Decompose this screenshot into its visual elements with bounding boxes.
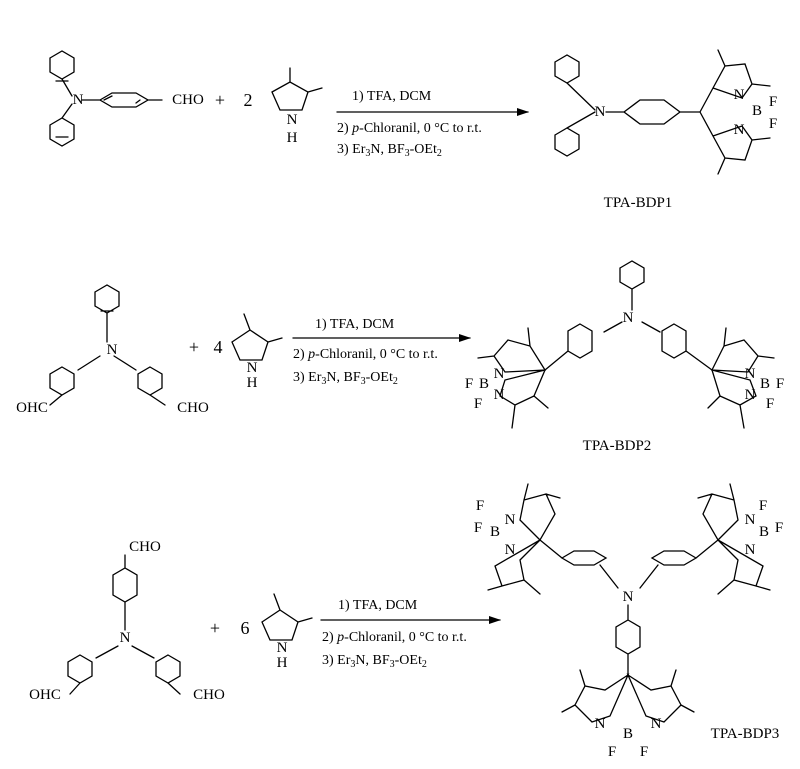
amine-nitrogen: N [107,342,118,358]
reaction-3: CHO N OHC CHO + 6 N H 1) TFA, DCM 2) p-C… [29,483,783,760]
bodipy-left-fluorine-1: F [465,376,473,392]
bodipy-right-nitrogen-1: N [745,512,756,528]
bond-set [49,284,166,406]
bond-set [271,67,323,111]
reaction-arrow-2: 1) TFA, DCM 2) p-Chloranil, 0 °C to r.t.… [292,317,471,387]
equivalents: 6 [241,618,250,638]
product-label: TPA-BDP1 [604,195,673,211]
bodipy-right-fluorine-1: F [776,376,784,392]
bodipy-left-nitrogen-2: N [494,387,505,403]
equivalents: 2 [244,90,253,110]
bond-set [67,554,181,695]
condition-step-2: 2) p-Chloranil, 0 °C to r.t. [322,630,467,645]
aldehyde-group: CHO [172,92,204,108]
bodipy-left-fluorine-1: F [476,498,484,514]
bodipy-bottom-boron: B [623,726,633,742]
aldehyde-group-left: OHC [16,400,48,416]
bodipy-right-nitrogen-1: N [745,366,756,382]
bodipy-bottom-fluorine-1: F [608,744,616,760]
condition-step-1: 1) TFA, DCM [338,598,418,613]
bodipy-bottom-fluorine-2: F [640,744,648,760]
bodipy-right-boron: B [760,376,770,392]
fluorine-1: F [769,94,777,110]
bodipy-bottom-nitrogen-1: N [595,716,606,732]
reaction-1: N CHO + 2 N H 1) TFA, DCM 2) p-Chloranil… [49,49,777,211]
reaction-arrow-3: 1) TFA, DCM 2) p-Chloranil, 0 °C to r.t.… [320,598,501,670]
bodipy-right-fluorine-2: F [775,520,783,536]
aldehyde-group-right: CHO [193,687,225,703]
bond-set [487,483,771,723]
product-label: TPA-BDP3 [711,726,780,742]
bodipy-right-fluorine-2: F [766,396,774,412]
condition-step-1: 1) TFA, DCM [352,89,432,104]
condition-step-1: 1) TFA, DCM [315,317,395,332]
condition-step-3: 3) Er3N, BF3-OEt2 [293,370,398,387]
bodipy-left-nitrogen-1: N [505,512,516,528]
reactant-triphenylamine-dialdehyde: N OHC CHO [16,284,209,416]
condition-step-3: 3) Er3N, BF3-OEt2 [322,653,427,670]
reaction-arrow-1: 1) TFA, DCM 2) p-Chloranil, 0 °C to r.t.… [336,89,529,159]
reactant-triphenylamine-trialdehyde: CHO N OHC CHO [29,539,225,703]
product-tpa-bdp3-structure: N N B F F N N B F F N N N B F F [474,483,783,760]
bond-set [231,313,283,361]
amine-nitrogen: N [623,310,634,326]
bond-set [477,260,775,429]
pyrrole-hydrogen: H [277,655,288,671]
condition-step-2: 2) p-Chloranil, 0 °C to r.t. [337,121,482,136]
plus-sign: + [215,90,225,110]
bond-set [261,593,313,641]
plus-sign: + [210,618,220,638]
aldehyde-group-top: CHO [129,539,161,555]
plus-sign: + [189,337,199,357]
aldehyde-group-right: CHO [177,400,209,416]
product-tpa-bdp1-structure: N N N B F F [554,49,777,175]
reaction-2: N OHC CHO + 4 N H 1) TFA, DCM 2) p-Chlor… [16,260,784,454]
pyrrole-hydrogen: H [287,130,298,146]
bodipy-bottom-nitrogen-2: N [651,716,662,732]
reactant-dimethylpyrrole: N H [261,593,313,671]
bodipy-right-nitrogen-2: N [745,542,756,558]
amine-nitrogen: N [623,589,634,605]
amine-nitrogen: N [120,630,131,646]
condition-step-2: 2) p-Chloranil, 0 °C to r.t. [293,347,438,362]
bodipy-left-boron: B [479,376,489,392]
product-label: TPA-BDP2 [583,438,652,454]
aldehyde-group-left: OHC [29,687,61,703]
boron: B [752,103,762,119]
condition-step-3: 3) Er3N, BF3-OEt2 [337,142,442,159]
amine-nitrogen: N [595,104,606,120]
equivalents: 4 [214,337,223,357]
bodipy-left-nitrogen-1: N [494,366,505,382]
fluorine-2: F [769,116,777,132]
bodipy-left-fluorine-2: F [474,520,482,536]
amine-nitrogen: N [73,92,84,108]
pyrrole-nitrogen: N [277,640,288,656]
pyrrole-nitrogen: N [247,360,258,376]
reactant-dimethylpyrrole: N H [231,313,283,391]
product-tpa-bdp2-structure: N N N B F F N N B F F [465,260,784,429]
bond-set [49,50,163,147]
bodipy-nitrogen-1: N [734,87,745,103]
bodipy-left-fluorine-2: F [474,396,482,412]
bodipy-left-boron: B [490,524,500,540]
pyrrole-nitrogen: N [287,112,298,128]
reactant-dimethylpyrrole: N H [271,67,323,146]
bodipy-left-nitrogen-2: N [505,542,516,558]
bodipy-right-nitrogen-2: N [745,387,756,403]
bodipy-right-boron: B [759,524,769,540]
bodipy-right-fluorine-1: F [759,498,767,514]
pyrrole-hydrogen: H [247,375,258,391]
bodipy-nitrogen-2: N [734,122,745,138]
bond-set [554,49,771,175]
reactant-triphenylamine-aldehyde: N CHO [49,50,204,147]
